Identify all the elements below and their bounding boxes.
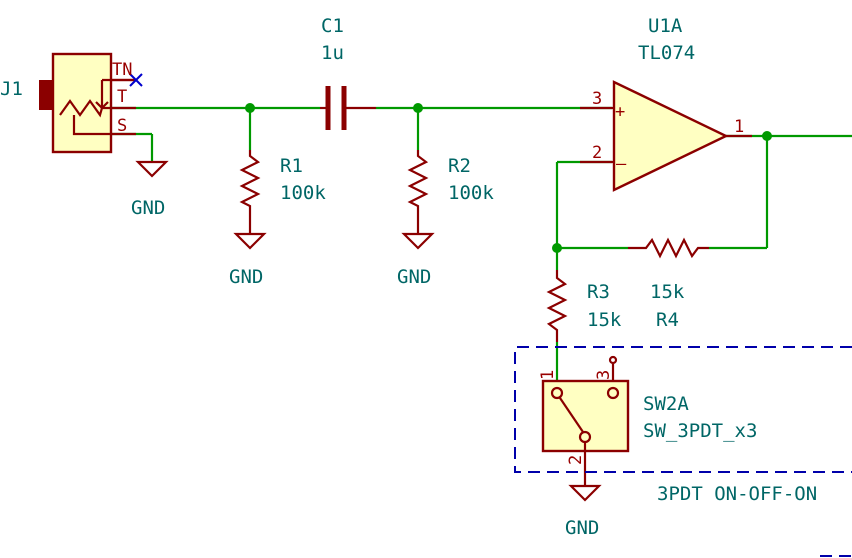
r1-value: 100k	[280, 182, 326, 204]
group-label: 3PDT ON-OFF-ON	[657, 483, 817, 505]
group-box-3pdt: 3PDT ON-OFF-ON	[514, 346, 852, 557]
opamp-plus-sign: +	[615, 102, 625, 122]
gnd-label: GND	[229, 266, 263, 288]
gnd-label: GND	[565, 517, 599, 539]
jack-pin-s-label: S	[117, 116, 127, 136]
switch-pin3: 3	[594, 370, 614, 380]
resistor-r3[interactable]: R3 15k	[546, 270, 622, 342]
switch-terminal-3	[606, 386, 620, 400]
opamp-minus-sign: –	[616, 154, 627, 174]
c1-value: 1u	[321, 42, 344, 64]
switch-lever	[559, 397, 584, 433]
capacitor-c1[interactable]: C1 1u	[320, 15, 376, 130]
r2-ref: R2	[448, 155, 471, 177]
wires	[111, 106, 852, 380]
jack-plug-body	[39, 80, 53, 110]
x-mark-icon	[129, 73, 143, 87]
resistor-r4[interactable]: 15k R4	[628, 237, 709, 331]
gnd-label: GND	[131, 197, 165, 219]
jack-pin-tn-label: TN	[112, 60, 132, 80]
c1-ref: C1	[321, 15, 344, 37]
switch-pin2: 2	[566, 455, 586, 465]
gnd-label: GND	[397, 266, 431, 288]
jack-ref: J1	[0, 78, 23, 100]
opamp-value: TL074	[638, 42, 695, 64]
switch-pin1: 1	[538, 370, 558, 380]
ground-symbol-r1: GND	[229, 210, 267, 288]
resistor-r1[interactable]: R1 100k	[239, 150, 326, 210]
junction-dot	[245, 103, 255, 113]
r2-value: 100k	[448, 182, 494, 204]
r1-ref: R1	[280, 155, 303, 177]
r4-ref: R4	[656, 309, 679, 331]
opamp-plus-pin-num: 3	[592, 89, 602, 109]
ground-symbol-j1: GND	[131, 160, 169, 219]
junction-dot	[762, 131, 772, 141]
opamp-minus-pin-num: 2	[592, 143, 602, 163]
switch-ref: SW2A	[643, 393, 689, 415]
r3-ref: R3	[587, 281, 610, 303]
switch-terminal-1	[550, 386, 564, 400]
opamp-ref: U1A	[648, 15, 683, 37]
switch-value: SW_3PDT_x3	[643, 420, 757, 442]
switch-sw2a[interactable]: 1 3 2 SW2A SW_3PDT_x3	[538, 355, 757, 465]
jack-pin-t-label: T	[117, 87, 127, 107]
opamp-u1a[interactable]: U1A TL074 3 2 1 + –	[580, 15, 752, 192]
r4-value: 15k	[650, 281, 685, 303]
opamp-triangle	[612, 80, 729, 192]
switch-body	[541, 379, 630, 453]
jack-j1[interactable]: J1 TN T S	[0, 52, 143, 154]
ground-symbol-sw: GND	[565, 454, 602, 539]
junction-dot	[552, 243, 562, 253]
r3-value: 15k	[587, 309, 622, 331]
opamp-out-pin-num: 1	[734, 117, 744, 137]
resistor-r2[interactable]: R2 100k	[407, 150, 494, 210]
ground-symbol-r2: GND	[397, 210, 435, 288]
junctions	[245, 103, 772, 253]
jack-sleeve-contact	[72, 115, 136, 136]
junction-dot	[413, 103, 423, 113]
